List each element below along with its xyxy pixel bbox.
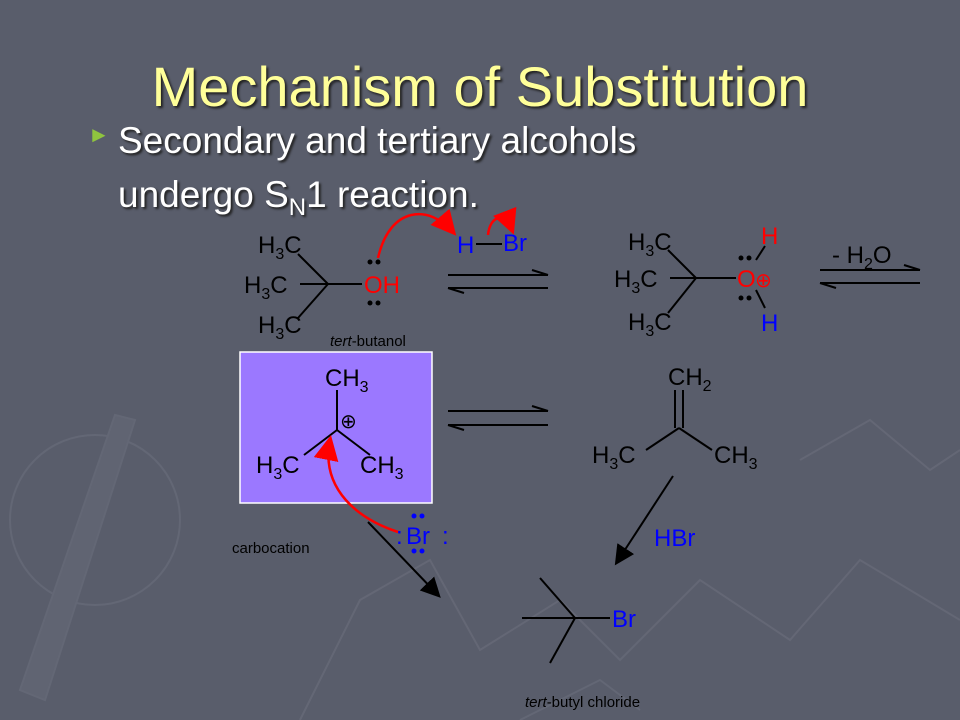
methylene-label: CH2 xyxy=(668,364,712,395)
bond-line xyxy=(336,429,371,456)
lone-pair-dots xyxy=(738,255,752,301)
methyl-label: CH3 xyxy=(360,452,404,483)
bromine-label: Br xyxy=(406,523,430,550)
hydrogen-label: H xyxy=(457,232,474,259)
hydrogen-label: H xyxy=(761,310,778,337)
hbr-molecule: H Br xyxy=(457,230,527,259)
water-loss-label: - H2O xyxy=(832,242,892,273)
lone-pair-dots xyxy=(411,513,425,554)
bullet-line-2: undergo SN1 reaction. xyxy=(118,168,818,235)
bond-line xyxy=(667,277,697,314)
bond-line xyxy=(755,245,766,261)
reaction-arrow-icon xyxy=(367,521,441,598)
carbocation-label: carbocation xyxy=(232,540,310,557)
positive-charge-icon: ⊕ xyxy=(755,268,772,292)
equilibrium-arrows-icon xyxy=(447,269,549,294)
bond-line xyxy=(539,577,576,619)
hydrogen-label: H xyxy=(761,223,778,250)
methyl-label: CH3 xyxy=(325,365,369,396)
bond-line xyxy=(755,289,766,309)
methyl-label: H3C xyxy=(628,309,672,340)
bond-line xyxy=(549,617,576,664)
slide-title: Mechanism of Substitution xyxy=(151,55,809,118)
methyl-label: H3C xyxy=(614,266,658,297)
bond-line xyxy=(678,427,713,451)
bullet-line-1: Secondary and tertiary alcohols xyxy=(118,120,637,161)
bullet-line-2-pre: undergo S xyxy=(118,174,289,215)
tert-butyl-chloride-label: tert-butyl chloride xyxy=(525,694,640,711)
lone-pair-dots: : xyxy=(442,523,449,550)
curved-arrow-icon xyxy=(313,435,399,534)
hydroxyl-label: OH xyxy=(364,272,400,299)
methyl-label: CH3 xyxy=(714,442,758,473)
tert-butanol-label: tert-butanol xyxy=(330,333,406,350)
bullet-line-2-sub: N xyxy=(288,194,307,221)
positive-charge-icon: ⊕ xyxy=(340,409,357,433)
methyl-label: H3C xyxy=(244,272,288,303)
lone-pair-dots xyxy=(367,259,381,306)
bromine-label: Br xyxy=(612,606,636,633)
methyl-label: H3C xyxy=(628,229,672,260)
equilibrium-arrows-icon xyxy=(819,264,921,289)
carbocation-molecule: CH3 ⊕ H3C CH3 xyxy=(256,365,404,483)
bullet-arrow-icon: ► xyxy=(88,122,110,147)
equilibrium-arrows-icon xyxy=(447,405,549,431)
bullet-line-2-post: 1 reaction. xyxy=(306,174,479,215)
oxygen-label: O xyxy=(737,266,756,293)
tert-butanol-molecule: H3C H3C H3C OH tert-butanol xyxy=(244,232,406,350)
bond-line xyxy=(297,253,329,285)
oxonium-ion-molecule: H3C H3C H3C O ⊕ H H xyxy=(614,223,778,340)
methyl-label: H3C xyxy=(258,232,302,263)
methyl-label: H3C xyxy=(256,452,300,483)
bond-line xyxy=(297,283,329,319)
reaction-arrow-icon xyxy=(614,475,674,566)
bullet-text: Secondary and tertiary alcohols undergo … xyxy=(118,114,818,235)
bond-line xyxy=(645,427,680,451)
bromine-label: Br xyxy=(503,230,527,257)
tert-butyl-product-molecule xyxy=(522,577,610,664)
methyl-label: H3C xyxy=(592,442,636,473)
bromide-ion: : Br : xyxy=(396,513,449,554)
curved-arrow-icon xyxy=(376,208,457,259)
hbr-reagent-label: HBr xyxy=(654,525,695,552)
bond-line xyxy=(667,249,697,279)
methyl-label: H3C xyxy=(258,312,302,343)
isobutylene-molecule: CH2 H3C CH3 xyxy=(592,364,758,473)
negative-charge-icon: : xyxy=(396,523,403,550)
curved-arrow-icon xyxy=(486,206,517,236)
